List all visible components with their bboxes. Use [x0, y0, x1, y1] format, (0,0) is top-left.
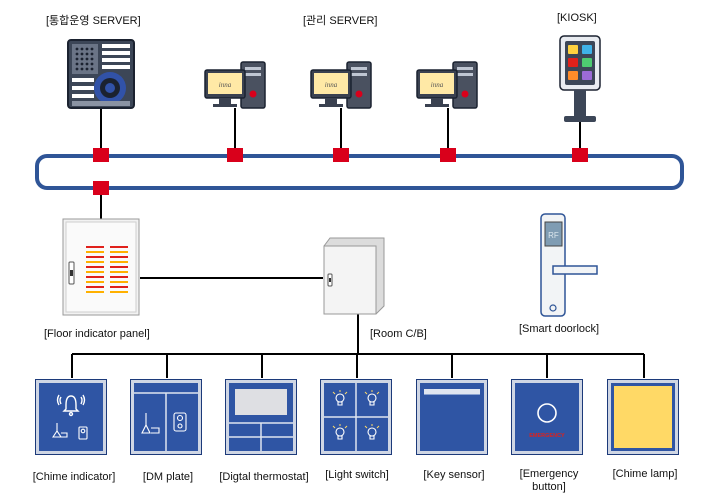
chime-lamp-icon: [614, 386, 672, 448]
emergency-button-tile: EMERGENCY: [512, 380, 582, 454]
svg-text:EMERGENCY: EMERGENCY: [529, 433, 565, 439]
ring-node: [227, 148, 243, 162]
smart-doorlock-icon: RF: [540, 213, 598, 317]
ring-node: [572, 148, 588, 162]
panel-leds: [86, 246, 128, 293]
dm-plate-icon: [134, 392, 198, 451]
dm-plate-tile: [131, 380, 201, 454]
ring-node: [333, 148, 349, 162]
svg-text:inna: inna: [325, 81, 338, 89]
chime-indicator-icon: [51, 394, 88, 440]
network-ring: [35, 154, 684, 190]
ring-node: [440, 148, 456, 162]
device-label: [Light switch]: [325, 469, 389, 481]
device-label: [Key sensor]: [423, 469, 485, 481]
room-cb-icon: [323, 237, 385, 315]
svg-text:RF: RF: [548, 231, 559, 240]
integrated-server-icon: [67, 39, 135, 109]
ring-node: [93, 148, 109, 162]
digital-thermostat-icon: [229, 389, 293, 451]
kiosk-icon: [559, 35, 601, 122]
device-label: [Chime indicator]: [32, 471, 116, 483]
key-sensor-icon: [424, 389, 480, 395]
smart-doorlock-label: [Smart doorlock]: [519, 323, 600, 335]
mgmt-pc-icon: inna: [416, 61, 478, 109]
ring-node: [93, 181, 109, 195]
svg-text:inna: inna: [431, 81, 444, 89]
digital-thermostat-tile: [226, 380, 296, 454]
mgmt-pc-icon: inna: [204, 61, 266, 109]
integrated-server-label: [통합운영 SERVER]: [46, 15, 141, 27]
emergency-button-icon: EMERGENCY: [529, 403, 565, 439]
floor-panel-label: [Floor indicator panel]: [44, 328, 150, 340]
light-switch-icon: [324, 383, 388, 451]
kiosk-label: [KIOSK]: [557, 12, 597, 24]
floor-indicator-panel-icon: [62, 218, 140, 316]
room-cb-label: [Room C/B]: [370, 328, 427, 340]
broom-icon: [141, 413, 160, 434]
chime-indicator-tile: [36, 380, 106, 454]
mgmt-server-label: [관리 SERVER]: [303, 15, 378, 27]
key-sensor-tile: [417, 380, 487, 454]
device-label: [DM plate]: [142, 471, 194, 483]
device-label: [Chime lamp]: [612, 468, 678, 480]
do-not-disturb-icon: [173, 412, 187, 432]
svg-text:inna: inna: [219, 81, 232, 89]
door-hanger-icon: [78, 426, 88, 440]
mgmt-pc-icon: inna: [310, 61, 372, 109]
device-label: [Digtal thermostat]: [219, 471, 309, 483]
broom-icon: [51, 423, 68, 438]
chime-lamp-tile: [608, 380, 678, 454]
light-switch-tile: [321, 380, 391, 454]
device-label: [Emergency button]: [519, 468, 579, 493]
